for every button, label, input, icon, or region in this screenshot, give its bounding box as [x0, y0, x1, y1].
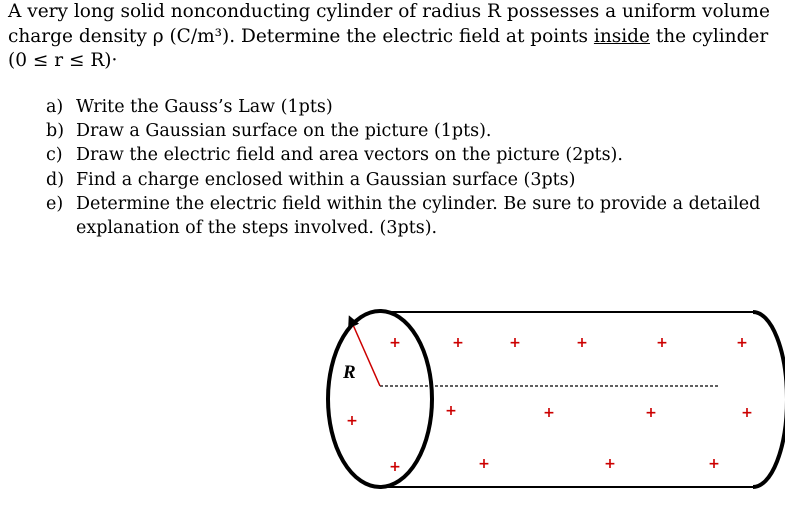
plus-charge-icon: +: [509, 335, 521, 351]
plus-charge-icon: +: [656, 335, 668, 351]
task-text: Determine the electric field within the …: [76, 193, 761, 239]
task-item-c: c) Draw the electric field and area vecto…: [46, 143, 781, 167]
task-text: Draw the electric field and area vectors…: [76, 145, 623, 166]
problem-statement: A very long solid nonconducting cylinder…: [8, 0, 783, 74]
intro-line-3: (0 ≤ r ≤ R)·: [8, 50, 118, 71]
inside-underlined-word: inside: [593, 25, 650, 47]
plus-charge-icon: +: [741, 405, 753, 421]
task-label: c): [46, 145, 63, 166]
task-label: a): [46, 97, 64, 117]
task-text: Find a charge enclosed within a Gaussian…: [76, 169, 576, 190]
plus-charge-icon: +: [543, 405, 555, 421]
plus-charge-icon: +: [604, 456, 616, 472]
task-label: d): [46, 169, 65, 190]
intro-line-2-end: the cylinder: [649, 25, 769, 47]
task-text: Write the Gauss’s Law (1pts): [76, 97, 333, 117]
plus-charge-icon: +: [389, 335, 401, 351]
plus-charge-icon: +: [645, 405, 657, 421]
plus-charge-icon: +: [452, 335, 464, 351]
plus-charge-icon: +: [478, 456, 490, 472]
plus-charge-icon: +: [736, 335, 748, 351]
task-item-d: d) Find a charge enclosed within a Gaussi…: [46, 168, 781, 192]
intro-line-1: A very long solid nonconducting cylinder…: [8, 1, 770, 22]
plus-charge-icon: +: [576, 335, 588, 351]
plus-charge-icon: +: [445, 403, 457, 419]
task-text: Draw a Gaussian surface on the picture (…: [76, 121, 492, 142]
intro-line-2-start: charge density ρ (C/m³). Determine the e…: [8, 25, 594, 47]
radius-arrow: [348, 315, 381, 387]
cylinder-right-edge: [752, 310, 785, 489]
task-list: a) Write the Gauss’s Law (1pts) b) Draw a …: [46, 95, 781, 240]
cylinder-left-face: [326, 309, 434, 489]
intro-line-2: charge density ρ (C/m³). Determine the e…: [8, 25, 783, 50]
plus-charge-icon: +: [708, 456, 720, 472]
task-item-b: b) Draw a Gaussian surface on the picture…: [46, 119, 781, 143]
plus-charge-icon: +: [389, 459, 401, 475]
task-item-e: e) Determine the electric field within th…: [46, 192, 781, 240]
task-label: b): [46, 121, 65, 142]
task-item-a: a) Write the Gauss’s Law (1pts): [46, 95, 781, 119]
charge-markers: + + + + + + + + + + + + + + +: [346, 335, 753, 475]
radius-label: R: [342, 362, 356, 383]
plus-charge-icon: +: [346, 413, 358, 429]
task-label: e): [46, 193, 64, 214]
